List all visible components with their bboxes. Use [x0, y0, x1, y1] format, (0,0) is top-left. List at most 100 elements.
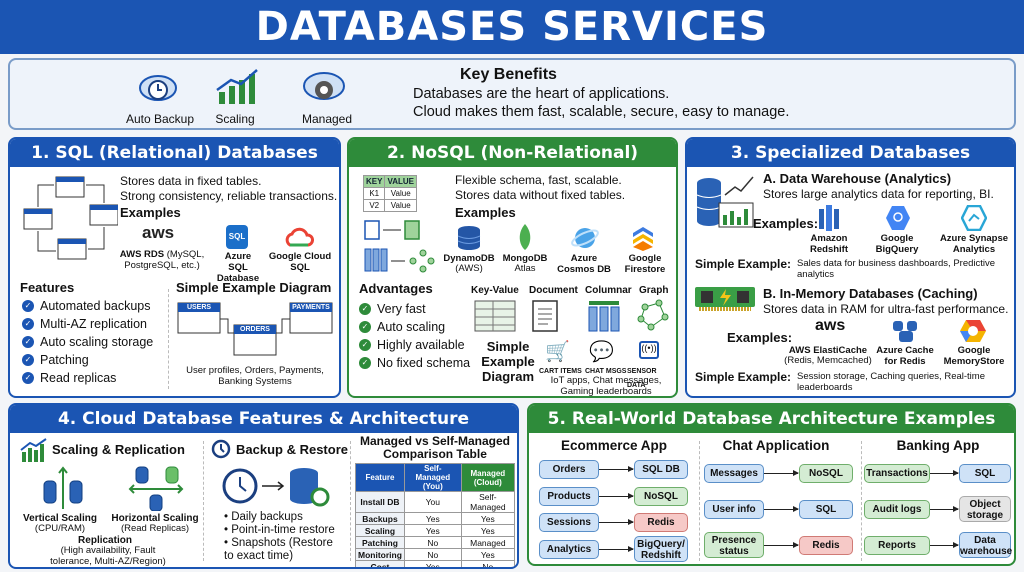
- feature-item: ✓Read replicas: [22, 369, 153, 387]
- feature-item: ✓Patching: [22, 351, 153, 369]
- advantage-item: ✓Auto scaling: [359, 318, 470, 336]
- key-value-icon: [474, 300, 516, 332]
- flow-target: Redis: [634, 513, 688, 532]
- vertical-scaling-label: Vertical Scaling: [23, 513, 97, 524]
- example-name: Azure SQL Database: [216, 251, 260, 284]
- benefit-line: Databases are the heart of applications.: [413, 86, 670, 102]
- backup-item: • Point-in-time restore: [224, 524, 335, 536]
- nosql-models-icon: [364, 220, 435, 273]
- check-icon: ✓: [359, 321, 371, 333]
- comparison-table-title: Managed vs Self-Managed Comparison Table: [359, 434, 511, 461]
- example-name: Azure Cache for Redis: [876, 345, 934, 367]
- examples-label: Examples: [120, 205, 181, 220]
- google-cloud-icon: [285, 227, 314, 247]
- use-label: CART ITEMS: [539, 368, 582, 375]
- example-name: Google MemoryStore: [943, 345, 1005, 367]
- aws-logo: aws: [815, 317, 846, 334]
- horizontal-scaling-sub: (Read Replicas): [120, 523, 190, 534]
- use-label: CHAT MSGS: [585, 368, 627, 375]
- relational-tables-icon: [23, 176, 118, 260]
- section-title: 3. Specialized Databases: [687, 139, 1014, 167]
- backup-title: Backup & Restore: [236, 442, 348, 457]
- mongodb-leaf-icon: [519, 224, 531, 250]
- advantage-item: ✓Highly available: [359, 336, 470, 354]
- example-sub: (AWS): [455, 263, 483, 274]
- type-label: Document: [529, 285, 578, 296]
- simple-example-label: Simple Example:: [695, 370, 792, 384]
- flow-source: Presence status: [704, 532, 764, 558]
- sql-description: Strong consistency, reliable transaction…: [120, 189, 338, 203]
- scaling-title: Scaling & Replication: [52, 442, 185, 457]
- firestore-icon: [633, 227, 653, 251]
- replication-sub: (High availability, Fault tolerance, Mul…: [50, 545, 166, 567]
- key-benefits-heading: Key Benefits: [460, 66, 557, 83]
- synapse-icon: [961, 205, 987, 231]
- benefit-label: Managed Operations: [298, 112, 357, 128]
- example-name: DynamoDB: [443, 253, 495, 264]
- sql-section: 1. SQL (Relational) Databases Stores dat…: [8, 137, 341, 398]
- flow-target: Redis: [799, 536, 853, 555]
- real-world-section: 5. Real-World Database Architecture Exam…: [527, 403, 1016, 566]
- simple-example-text: Session storage, Caching queries, Real-t…: [797, 371, 985, 393]
- cloud-clock-icon: [139, 75, 177, 101]
- check-icon: ✓: [359, 303, 371, 315]
- type-label: Key-Value: [471, 285, 519, 296]
- er-diagram: [177, 302, 333, 356]
- example-sub: Atlas: [514, 263, 536, 274]
- restore-diagram: [222, 468, 330, 507]
- cosmos-db-icon: [571, 228, 599, 248]
- benefit-label: Scaling: [215, 112, 255, 126]
- backup-item: • Snapshots (Restore to exact time): [224, 537, 333, 562]
- scaling-chart-icon: [216, 69, 258, 104]
- bigquery-icon: [886, 206, 910, 230]
- features-label: Features: [20, 280, 75, 295]
- cart-icon: 🛒: [545, 341, 570, 363]
- check-icon: ✓: [22, 300, 34, 312]
- flow-target: SQL DB: [634, 460, 688, 479]
- diagram-label: Simple Example Diagram: [176, 280, 332, 295]
- redshift-icon: [819, 205, 839, 231]
- example-name: MongoDB: [502, 253, 548, 264]
- flow-target: Object storage: [959, 496, 1011, 522]
- table-label: PAYMENTS: [292, 304, 330, 311]
- document-icon: [532, 300, 558, 332]
- section-title: 1. SQL (Relational) Databases: [10, 139, 339, 167]
- check-icon: ✓: [22, 336, 34, 348]
- data-warehouse-desc: Stores large analytics data for reportin…: [763, 187, 994, 201]
- in-memory-desc: Stores data in RAM for ultra-fast perfor…: [763, 302, 1009, 316]
- data-warehouse-icon: [696, 176, 754, 228]
- flow-target: Data warehouse: [959, 532, 1012, 558]
- in-memory-title: B. In-Memory Databases (Caching): [763, 286, 978, 301]
- graph-icon: [637, 299, 669, 331]
- advantage-item: ✓Very fast: [359, 300, 470, 318]
- flow-source: User info: [704, 500, 764, 519]
- chat-icon: 💬: [589, 341, 614, 363]
- check-icon: ✓: [22, 354, 34, 366]
- memorystore-icon: [960, 320, 986, 342]
- data-warehouse-title: A. Data Warehouse (Analytics): [763, 171, 952, 186]
- key-benefits-banner: Auto Backup Scaling Managed Operations K…: [8, 58, 1016, 130]
- dynamodb-icon: [457, 226, 481, 250]
- type-label: Columnar: [585, 285, 632, 296]
- cloud-gear-icon: [303, 72, 345, 100]
- scaling-diagram: [43, 466, 184, 511]
- check-icon: ✓: [22, 318, 34, 330]
- benefit-line: Cloud makes them fast, scalable, secure,…: [413, 104, 790, 120]
- specialized-section: 3. Specialized Databases A. Data Warehou…: [685, 137, 1016, 398]
- table-label: USERS: [186, 304, 212, 311]
- diagram-label: Simple Example Diagram: [481, 339, 535, 384]
- azure-cache-icon: [893, 321, 917, 342]
- flow-source: Messages: [704, 464, 764, 483]
- feature-item: ✓Automated backups: [22, 297, 153, 315]
- app-title: Chat Application: [722, 438, 830, 453]
- section-title: 2. NoSQL (Non-Relational) Databases: [349, 139, 676, 191]
- advantages-label: Advantages: [359, 281, 433, 296]
- example-name: Google BigQuery: [875, 233, 919, 255]
- section-title: 5. Real-World Database Architecture Exam…: [529, 405, 1014, 433]
- type-label: Graph: [639, 285, 669, 296]
- table-label: ORDERS: [240, 326, 270, 333]
